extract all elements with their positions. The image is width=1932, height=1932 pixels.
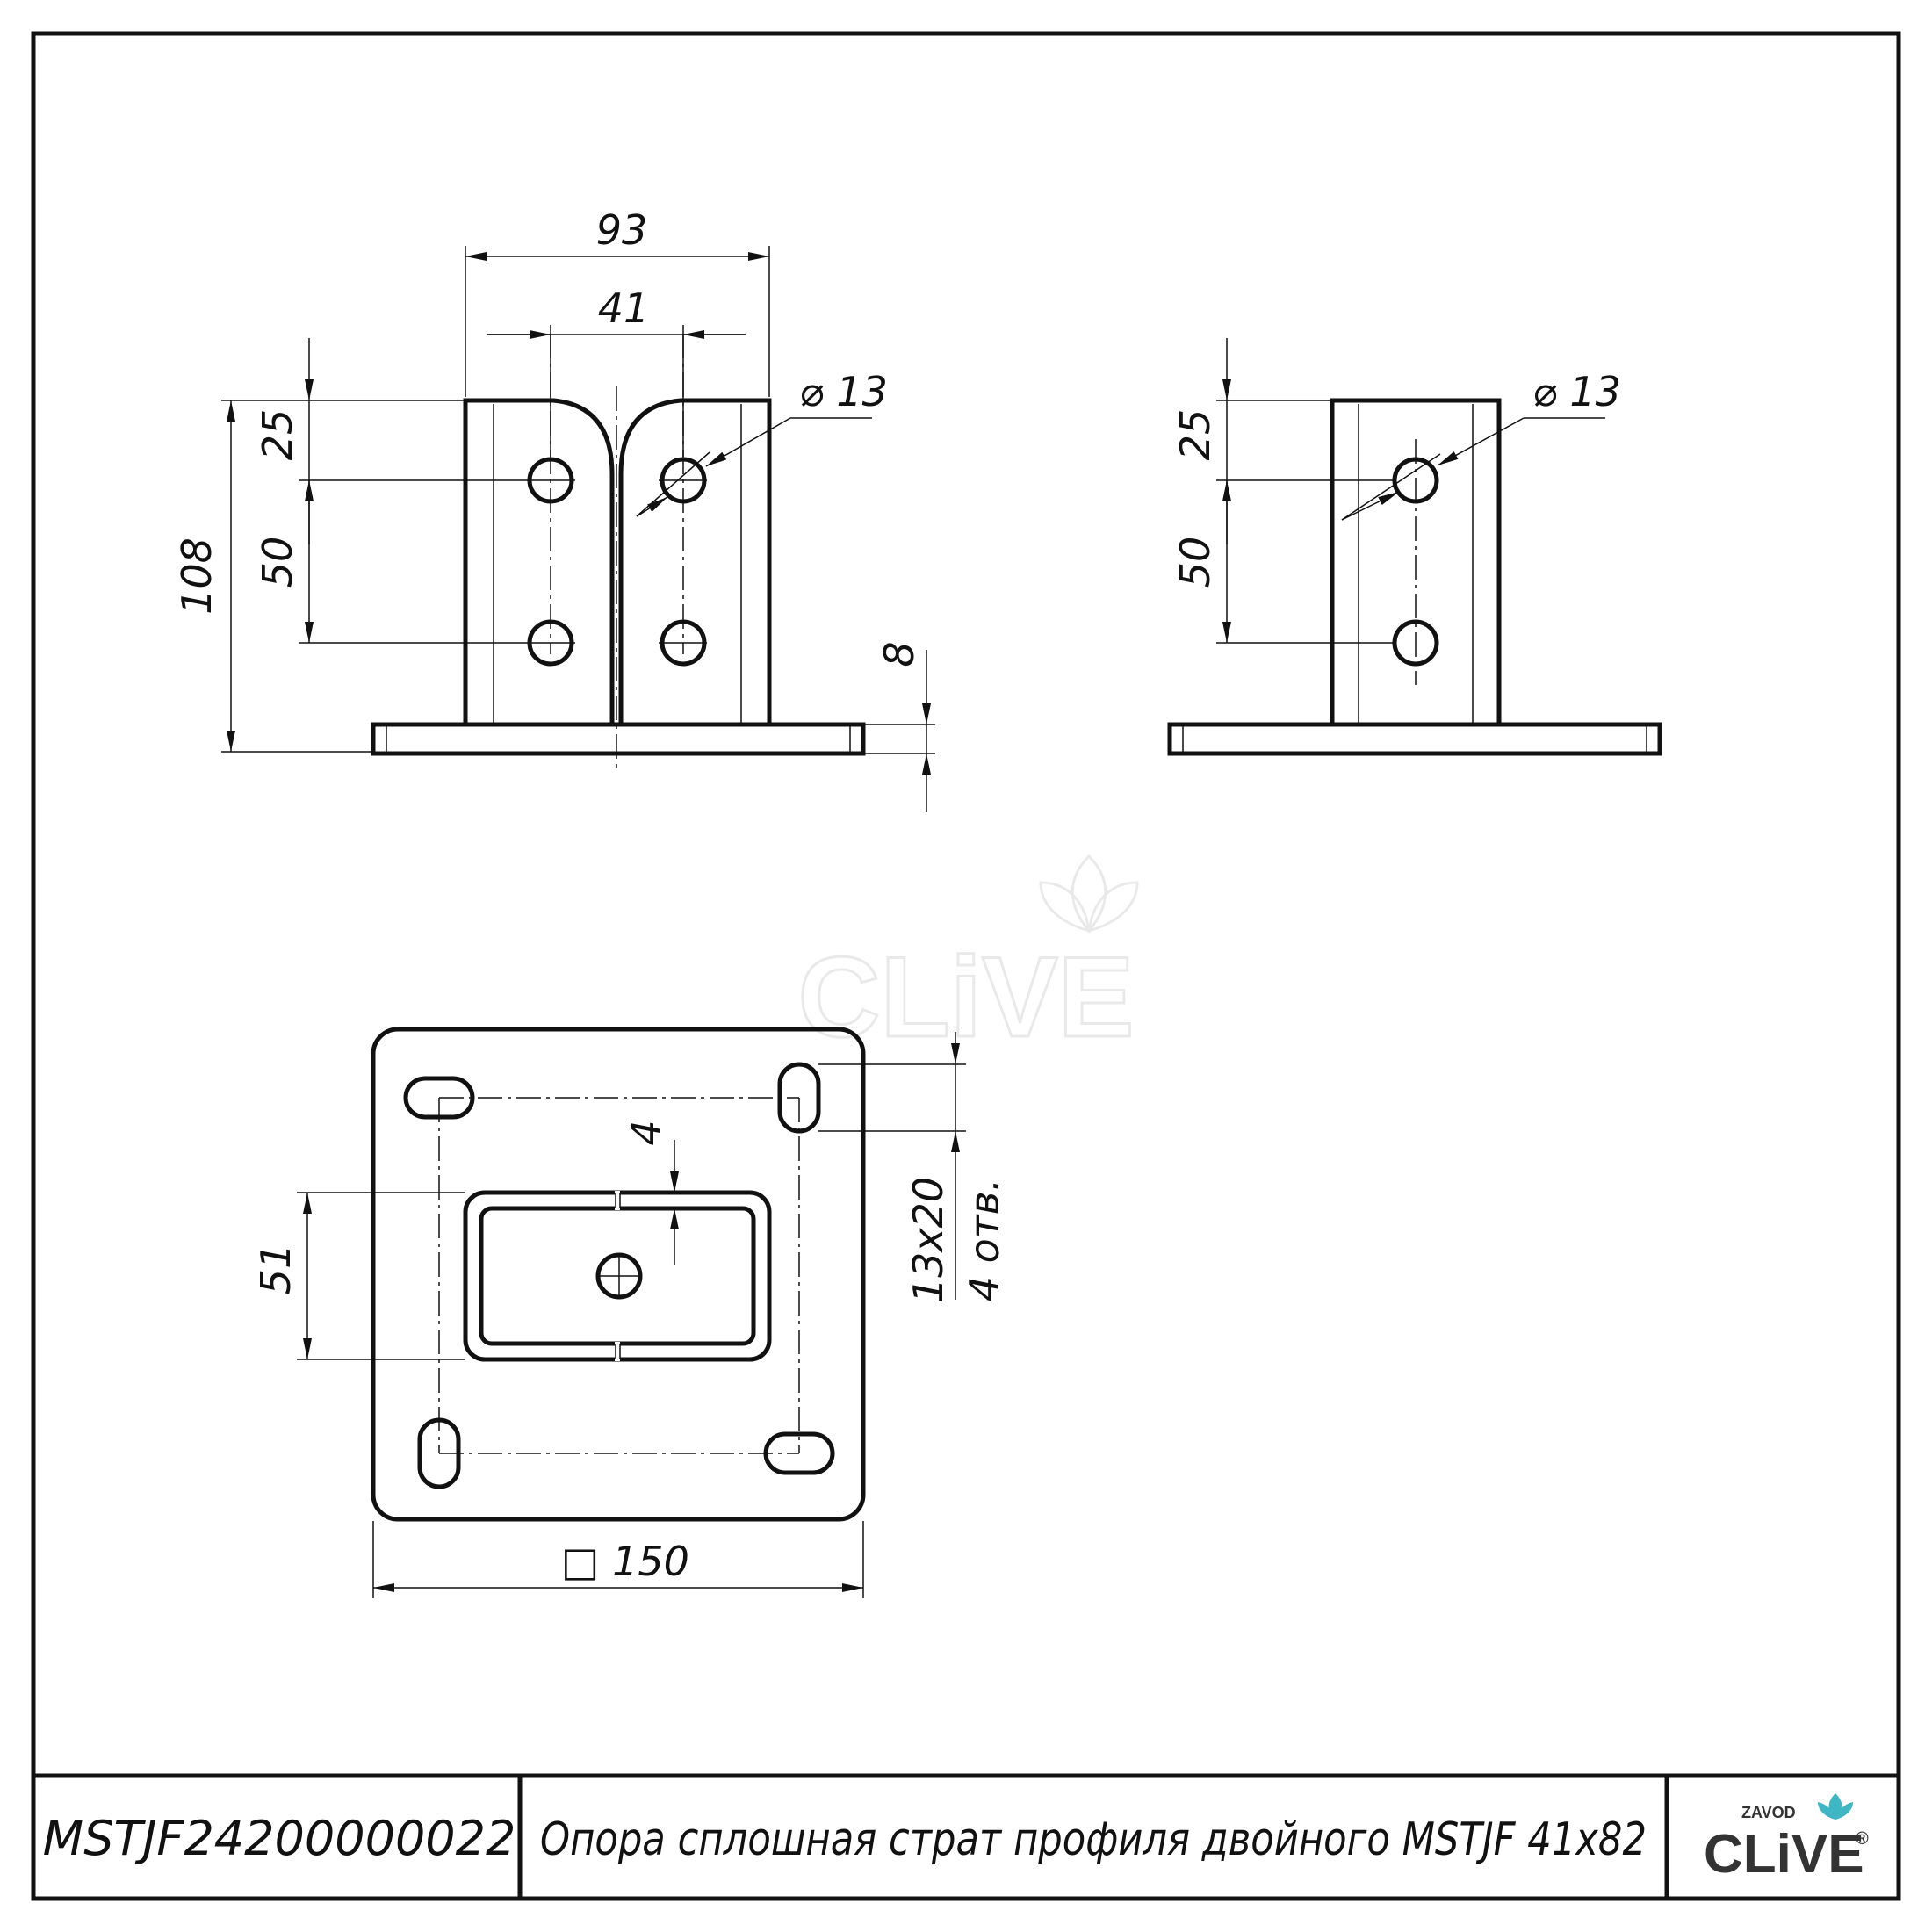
plan-view: 4 51 13x20 4 отв. □ 150 [252, 1027, 1008, 1598]
front-view: 93 41 ⌀ 13 108 25 50 8 [173, 206, 935, 812]
front-right-upright [618, 398, 772, 724]
watermark: CLiVE [797, 854, 1139, 1063]
drawing-title: Опора сплошная страт профиля двойного MS… [540, 1813, 1647, 1866]
front-hole [660, 619, 707, 667]
dim-top-offset: 25 [254, 409, 301, 461]
side-base-plate [1167, 722, 1662, 756]
watermark-text: CLiVE [798, 933, 1135, 1061]
plan-center-hole [595, 1252, 643, 1300]
plan-dim-inner-height: 51 [252, 1244, 299, 1295]
plan-base-plate [371, 1027, 866, 1522]
sheet-frame [31, 31, 1901, 1901]
plan-slot [403, 1076, 475, 1120]
front-base-plate [371, 722, 866, 756]
plan-dim-slot-offset: 4 [623, 1120, 670, 1145]
front-left-upright [463, 398, 615, 724]
plan-slot [777, 1062, 821, 1134]
side-dim-hole-diameter: ⌀ 13 [1532, 368, 1621, 415]
side-dim-top-offset: 25 [1171, 409, 1219, 461]
logo-main-text: CLiVE [1704, 1824, 1864, 1885]
logo-leaf-icon [1818, 1793, 1853, 1820]
logo-registered-mark: ® [1856, 1829, 1869, 1849]
dim-hole-pitch: 50 [254, 537, 301, 588]
clive-logo: ZAVOD CLiVE ® [1704, 1793, 1869, 1885]
side-upright [1330, 398, 1502, 727]
dim-width-holes: 41 [598, 285, 650, 332]
plan-slot [763, 1431, 835, 1475]
side-dim-hole-pitch: 50 [1171, 537, 1219, 588]
dim-hole-diameter: ⌀ 13 [799, 368, 888, 415]
front-hole [527, 457, 574, 504]
front-hole [660, 457, 707, 504]
drawing-code: MSTJF24200000022 [43, 1811, 516, 1866]
dim-width-total: 93 [596, 206, 648, 254]
logo-small-text: ZAVOD [1741, 1804, 1796, 1821]
title-block: MSTJF24200000022 Опора сплошная страт пр… [33, 1773, 1899, 1899]
plan-dim-plate-size: □ 150 [561, 1538, 689, 1585]
side-view: 25 50 ⌀ 13 [1167, 338, 1662, 756]
front-hole [527, 619, 574, 667]
plan-slot [417, 1417, 461, 1489]
dim-height-total: 108 [173, 537, 220, 615]
plan-dim-slot-count: 4 отв. [961, 1179, 1008, 1302]
plan-dim-slot-size: 13x20 [905, 1177, 952, 1303]
dim-base-thickness: 8 [876, 641, 923, 667]
